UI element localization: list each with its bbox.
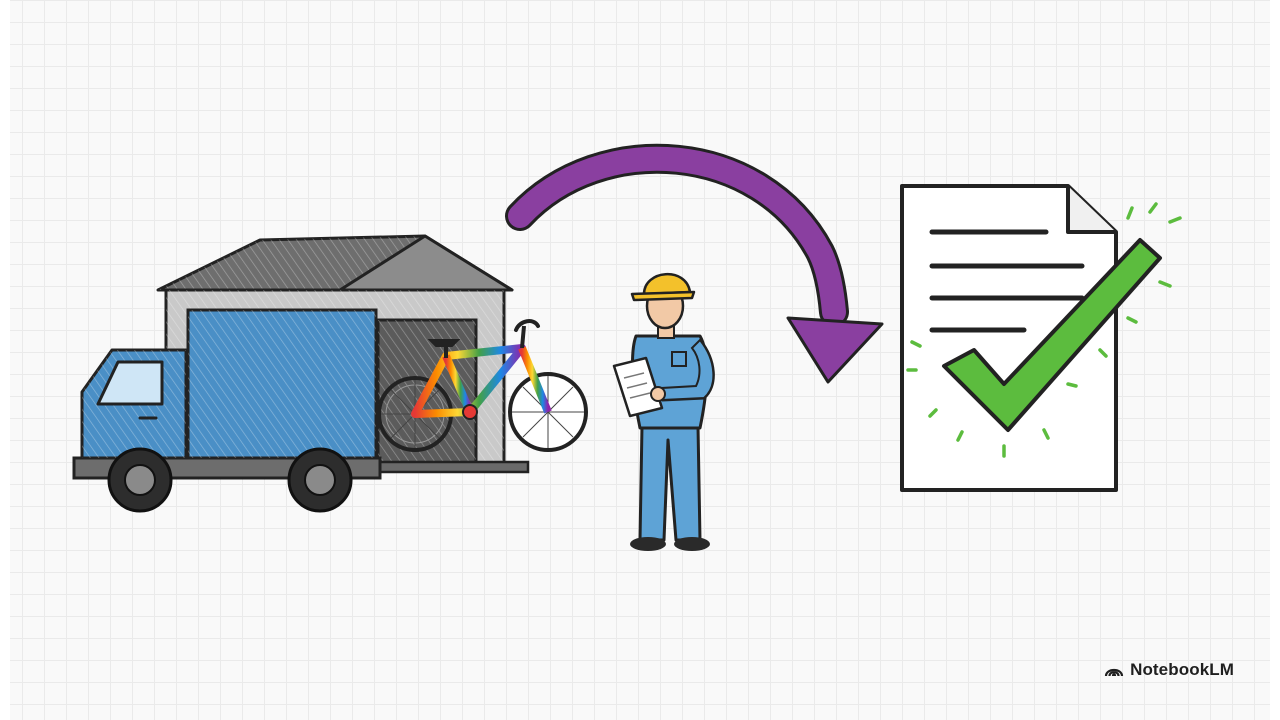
notebooklm-logo-icon: [1104, 662, 1124, 678]
delivery-truck-icon: [72, 308, 382, 513]
bicycle-icon: [377, 319, 588, 452]
watermark-label: NotebookLM: [1130, 660, 1234, 679]
curved-arrow-icon: [505, 143, 884, 384]
approved-document-icon: [900, 184, 1182, 492]
notebooklm-watermark: NotebookLM: [1104, 660, 1234, 680]
right-letterbox: [1270, 0, 1280, 720]
left-letterbox: [0, 0, 10, 720]
inspector-worker-icon: [612, 273, 715, 551]
